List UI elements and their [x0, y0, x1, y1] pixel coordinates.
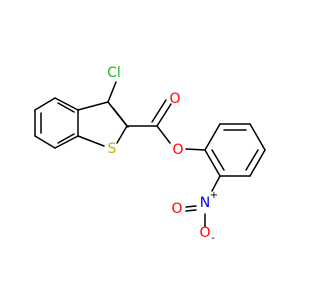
double-bond-inner	[245, 149, 259, 171]
molecule-structure-diagram: Cl S O O N + O O -	[34, 65, 266, 244]
bond	[77, 135, 105, 147]
double-bond-inner	[185, 209, 197, 212]
bond	[34, 135, 56, 149]
molecule-svg: Cl S O O N + O O -	[34, 65, 266, 244]
bond	[204, 123, 221, 151]
bond	[185, 148, 206, 151]
nitro-oxygen-double-label: O	[171, 201, 182, 217]
bond	[107, 81, 117, 103]
chlorine-label: Cl	[107, 65, 121, 81]
ester-group	[126, 99, 206, 151]
nitro-oxygen-single-label: O	[199, 225, 210, 241]
bond	[204, 149, 221, 177]
benzo-ring	[34, 97, 79, 149]
double-bond-inner	[112, 107, 129, 128]
bond	[249, 123, 266, 151]
double-bond-inner	[57, 102, 75, 113]
nitrogen-charge-label: +	[210, 190, 218, 201]
double-bond-inner	[57, 133, 75, 144]
bond	[34, 97, 56, 111]
nitrogen-label: N	[200, 195, 210, 211]
bond	[54, 97, 79, 111]
bond	[156, 125, 171, 144]
nitro-group	[185, 205, 206, 228]
bond	[211, 175, 221, 192]
bond	[54, 135, 79, 149]
oxygen-charge-label: -	[211, 233, 215, 244]
double-bond-inner	[211, 149, 225, 171]
bond	[156, 103, 172, 127]
nitrophenyl-ring	[204, 123, 266, 192]
sulfur-label: S	[108, 141, 117, 157]
bond	[77, 101, 109, 111]
bond	[185, 205, 197, 208]
bond	[116, 125, 128, 144]
ester-oxygen-label: O	[172, 142, 183, 158]
carbonyl-oxygen-label: O	[169, 91, 180, 107]
bond	[249, 149, 266, 177]
thiophene-ring	[77, 81, 129, 147]
double-bond-inner	[151, 99, 167, 123]
